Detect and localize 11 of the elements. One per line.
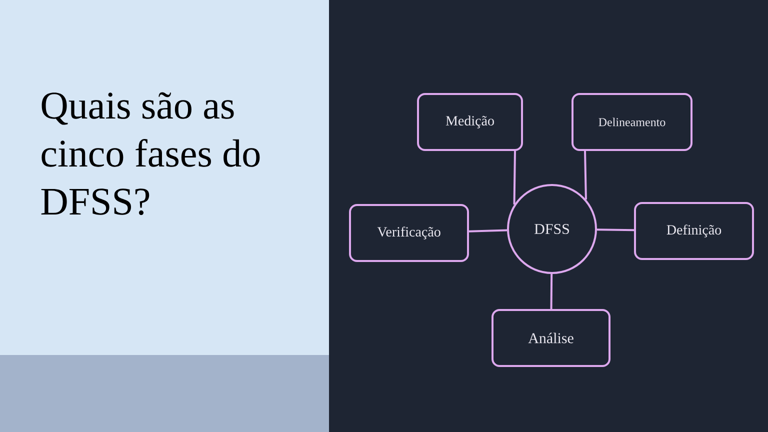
connector-line — [584, 150, 587, 200]
phase-box: Definição — [634, 202, 754, 260]
connector-line — [513, 150, 516, 204]
connector-line — [468, 229, 508, 232]
phase-box: Delineamento — [572, 93, 692, 151]
phase-box: Análise — [492, 309, 610, 367]
connector-line — [550, 274, 553, 309]
connector-line — [596, 228, 634, 232]
phase-box: Verificação — [349, 204, 469, 262]
phase-box: Medição — [417, 93, 523, 151]
title: Quais são as cinco fases do DFSS? — [41, 92, 260, 216]
